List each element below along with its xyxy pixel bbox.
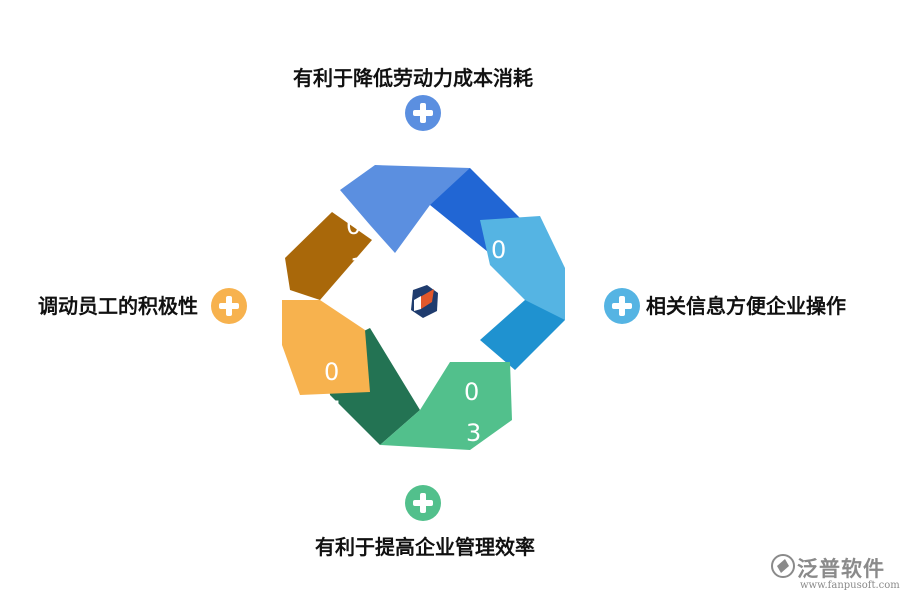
segment-2-arrow [480, 216, 565, 320]
segment-4-number-2: 4 [327, 396, 343, 424]
plus-icon [211, 288, 247, 324]
segment-4-dark-band [285, 212, 372, 300]
segment-3-number: 0 [464, 378, 480, 406]
watermark-text: 泛普软件 [797, 557, 885, 581]
segment-3-number-2: 3 [466, 419, 482, 447]
segment-1-arrow [340, 165, 470, 253]
watermark-logo-icon [771, 554, 795, 578]
watermark-url: www.fanpusoft.com [800, 580, 900, 591]
segment-3-arrow [380, 362, 512, 450]
label-top: 有利于降低劳动力成本消耗 [293, 66, 533, 90]
segment-2-number-2: 2 [494, 276, 510, 304]
segment-4-arrow [282, 300, 370, 395]
segment-2-number: 0 [491, 236, 507, 264]
plus-icon [405, 485, 441, 521]
label-bottom: 有利于提高企业管理效率 [315, 535, 535, 559]
segment-4-number: 0 [324, 358, 340, 386]
plus-icon [405, 95, 441, 131]
segment-4 [282, 212, 372, 395]
segment-1-number: 0 [346, 212, 362, 240]
plus-icon [604, 288, 640, 324]
label-right: 相关信息方便企业操作 [646, 294, 846, 318]
segment-1-number-2: 1 [350, 253, 366, 281]
segment-2 [480, 216, 565, 370]
hexagon-logo-icon [411, 285, 438, 318]
label-left: 调动员工的积极性 [38, 294, 198, 318]
